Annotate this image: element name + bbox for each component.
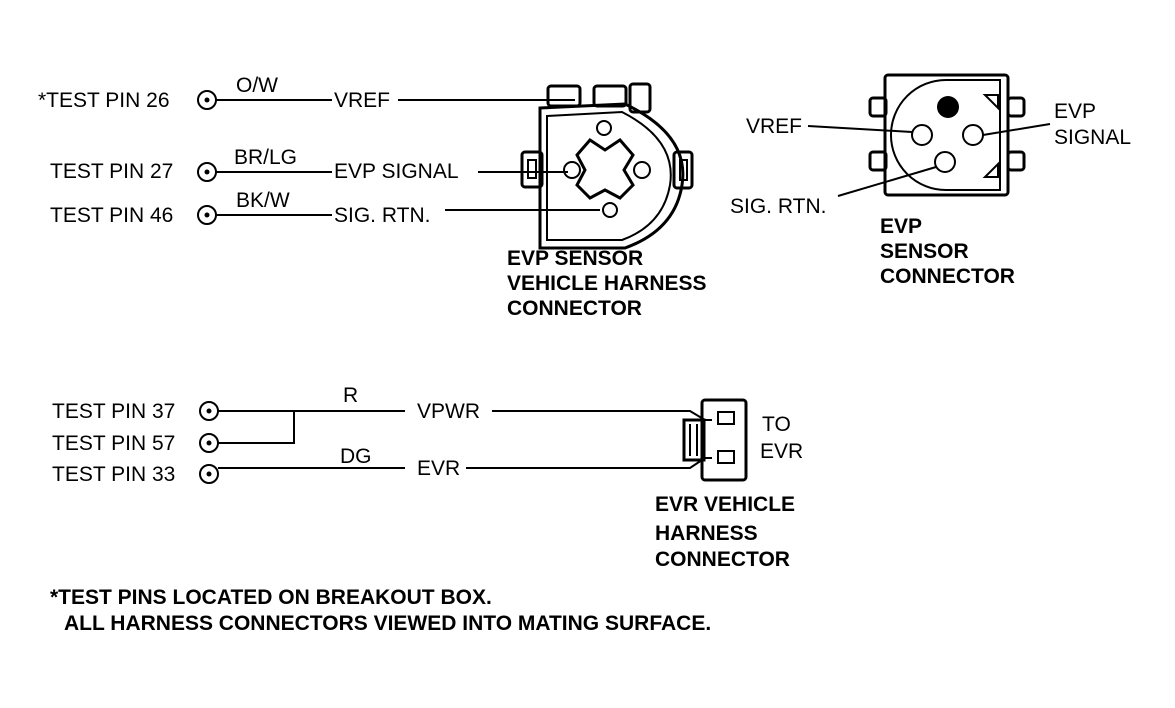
test-pin-37-label: TEST PIN 37 — [52, 400, 175, 423]
vpwr-label: VPWR — [417, 400, 480, 423]
evp-sensor-connector-drawing — [807, 73, 1051, 197]
test-pin-33-label: TEST PIN 33 — [52, 463, 175, 486]
wire-bkw-label: BK/W — [236, 189, 290, 212]
to-label: TO — [762, 413, 791, 436]
svg-text:CONNECTOR: CONNECTOR — [655, 548, 790, 571]
evp-connector-signal-label-1: EVP — [1054, 100, 1096, 123]
wire-brlg-label: BR/LG — [234, 146, 297, 169]
svg-text:CONNECTOR: CONNECTOR — [507, 297, 642, 320]
svg-text:VEHICLE HARNESS: VEHICLE HARNESS — [507, 272, 707, 295]
test-pin-33-terminal — [199, 464, 219, 484]
footnotes: *TEST PINS LOCATED ON BREAKOUT BOX. ALL … — [50, 586, 711, 635]
sig-rtn-label: SIG. RTN. — [334, 204, 430, 227]
evp-connector-vref-label: VREF — [746, 115, 802, 138]
evp-signal-label: EVP SIGNAL — [334, 160, 459, 183]
to-evr-label: EVR — [760, 440, 803, 463]
evp-harness-connector-drawing — [520, 82, 694, 250]
test-pin-27-label: TEST PIN 27 — [50, 160, 173, 183]
svg-text:SENSOR: SENSOR — [880, 240, 969, 263]
evr-connector-title: EVR VEHICLE HARNESS CONNECTOR — [655, 493, 795, 571]
test-pin-57-label: TEST PIN 57 — [52, 432, 175, 455]
vpwr-wire — [492, 410, 712, 421]
svg-text:EVR VEHICLE: EVR VEHICLE — [655, 493, 795, 516]
evr-label: EVR — [417, 457, 460, 480]
evr-connector-drawing — [682, 398, 748, 482]
svg-text:EVP SENSOR: EVP SENSOR — [507, 247, 643, 270]
evp-test-pins: *TEST PIN 26 O/W VREF TEST PIN 27 BR/LG … — [38, 74, 600, 227]
wire-ow-label: O/W — [236, 74, 278, 97]
test-pin-46-label: TEST PIN 46 — [50, 204, 173, 227]
test-pin-26-label: *TEST PIN 26 — [38, 89, 170, 112]
evp-connector-sigrtn-label: SIG. RTN. — [730, 195, 826, 218]
svg-text:EVP: EVP — [880, 215, 922, 238]
pin-57-jumper — [218, 411, 295, 444]
vref-label: VREF — [334, 89, 390, 112]
wire-r-label: R — [343, 384, 358, 407]
footnote-1: *TEST PINS LOCATED ON BREAKOUT BOX. — [50, 586, 492, 609]
evp-sensor-connector-title: EVP SENSOR CONNECTOR — [880, 215, 1015, 288]
evp-connector-signal-label-2: SIGNAL — [1054, 126, 1131, 149]
evr-wire — [466, 457, 712, 469]
svg-text:CONNECTOR: CONNECTOR — [880, 265, 1015, 288]
wire-dg-label: DG — [340, 445, 372, 468]
evp-harness-connector-title: EVP SENSOR VEHICLE HARNESS CONNECTOR — [507, 247, 707, 320]
evr-test-pins: TEST PIN 37 R VPWR TEST PIN 57 TEST PIN … — [52, 384, 712, 486]
svg-text:HARNESS: HARNESS — [655, 522, 758, 545]
footnote-2: ALL HARNESS CONNECTORS VIEWED INTO MATIN… — [64, 612, 711, 635]
